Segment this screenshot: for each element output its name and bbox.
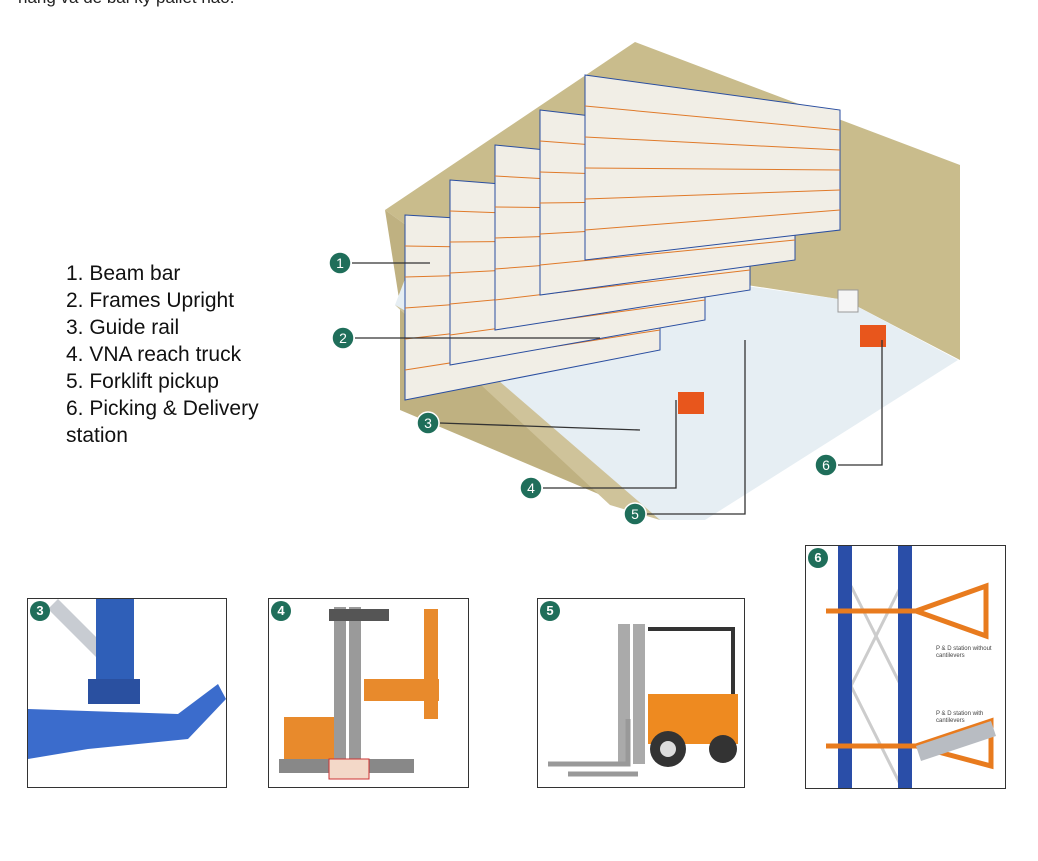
vna-truck-illustration	[279, 607, 439, 780]
callout-circle	[331, 326, 355, 350]
pd-label-with: P & D station with cantilevers	[936, 711, 984, 724]
callout-circle	[519, 476, 543, 500]
pd-station-illustration	[826, 546, 996, 788]
callout-badge: 4	[271, 601, 291, 621]
vna-truck-panel: 4	[268, 598, 469, 788]
legend-item: station	[66, 424, 128, 447]
beam-bar	[539, 239, 796, 266]
forklift	[860, 325, 886, 347]
legend-item: 2. Frames Upright	[66, 289, 235, 312]
pd-label-without: P & D station without cantilevers	[936, 646, 992, 659]
beam-bar	[584, 209, 841, 231]
callout-circle	[416, 411, 440, 435]
forklift-panel: 5	[537, 598, 745, 788]
callout-number: 3	[424, 415, 432, 431]
callout-badge: 3	[30, 601, 50, 621]
callout-circle	[623, 502, 647, 526]
callout-number: 2	[339, 330, 347, 346]
callouts: 1 2 3 4 5 6	[328, 251, 838, 526]
beam-bar	[584, 105, 841, 131]
callout-number: 4	[527, 480, 535, 496]
legend-item: 1. Beam bar	[66, 262, 181, 285]
callout-number: 1	[336, 255, 344, 271]
guide-rail-illustration	[28, 599, 226, 759]
guide-rail-panel: 3	[27, 598, 227, 788]
beam-bar	[584, 167, 841, 171]
forklift-illustration	[548, 624, 738, 777]
callout-badge: 5	[540, 601, 560, 621]
warehouse-illustration: 1 2 3 4 5 6	[328, 42, 960, 526]
callout-number: 6	[822, 457, 830, 473]
rack-rows	[404, 74, 841, 401]
pd-station	[837, 289, 859, 313]
legend-item: 4. VNA reach truck	[66, 343, 242, 366]
beam-bar	[584, 136, 841, 151]
pd-station-panel: P & D station without cantilevers P & D …	[805, 545, 1006, 789]
callout-circle	[328, 251, 352, 275]
beam-bar	[494, 269, 751, 301]
legend-item: 6. Picking & Delivery	[66, 397, 259, 420]
leader-lines	[352, 262, 883, 515]
legend-item: 5. Forklift pickup	[66, 370, 219, 393]
callout-badge: 6	[808, 548, 828, 568]
legend-item: 3. Guide rail	[66, 316, 180, 339]
callout-circle	[814, 453, 838, 477]
top-text-fragment: hàng và dễ bài ký pallet nào.	[18, 0, 234, 8]
legend-list: 1. Beam bar 2. Frames Upright 3. Guide r…	[66, 260, 259, 449]
beam-bar	[584, 189, 841, 200]
callout-number: 5	[631, 506, 639, 522]
vna-truck	[678, 392, 704, 414]
rack-row	[584, 74, 841, 261]
